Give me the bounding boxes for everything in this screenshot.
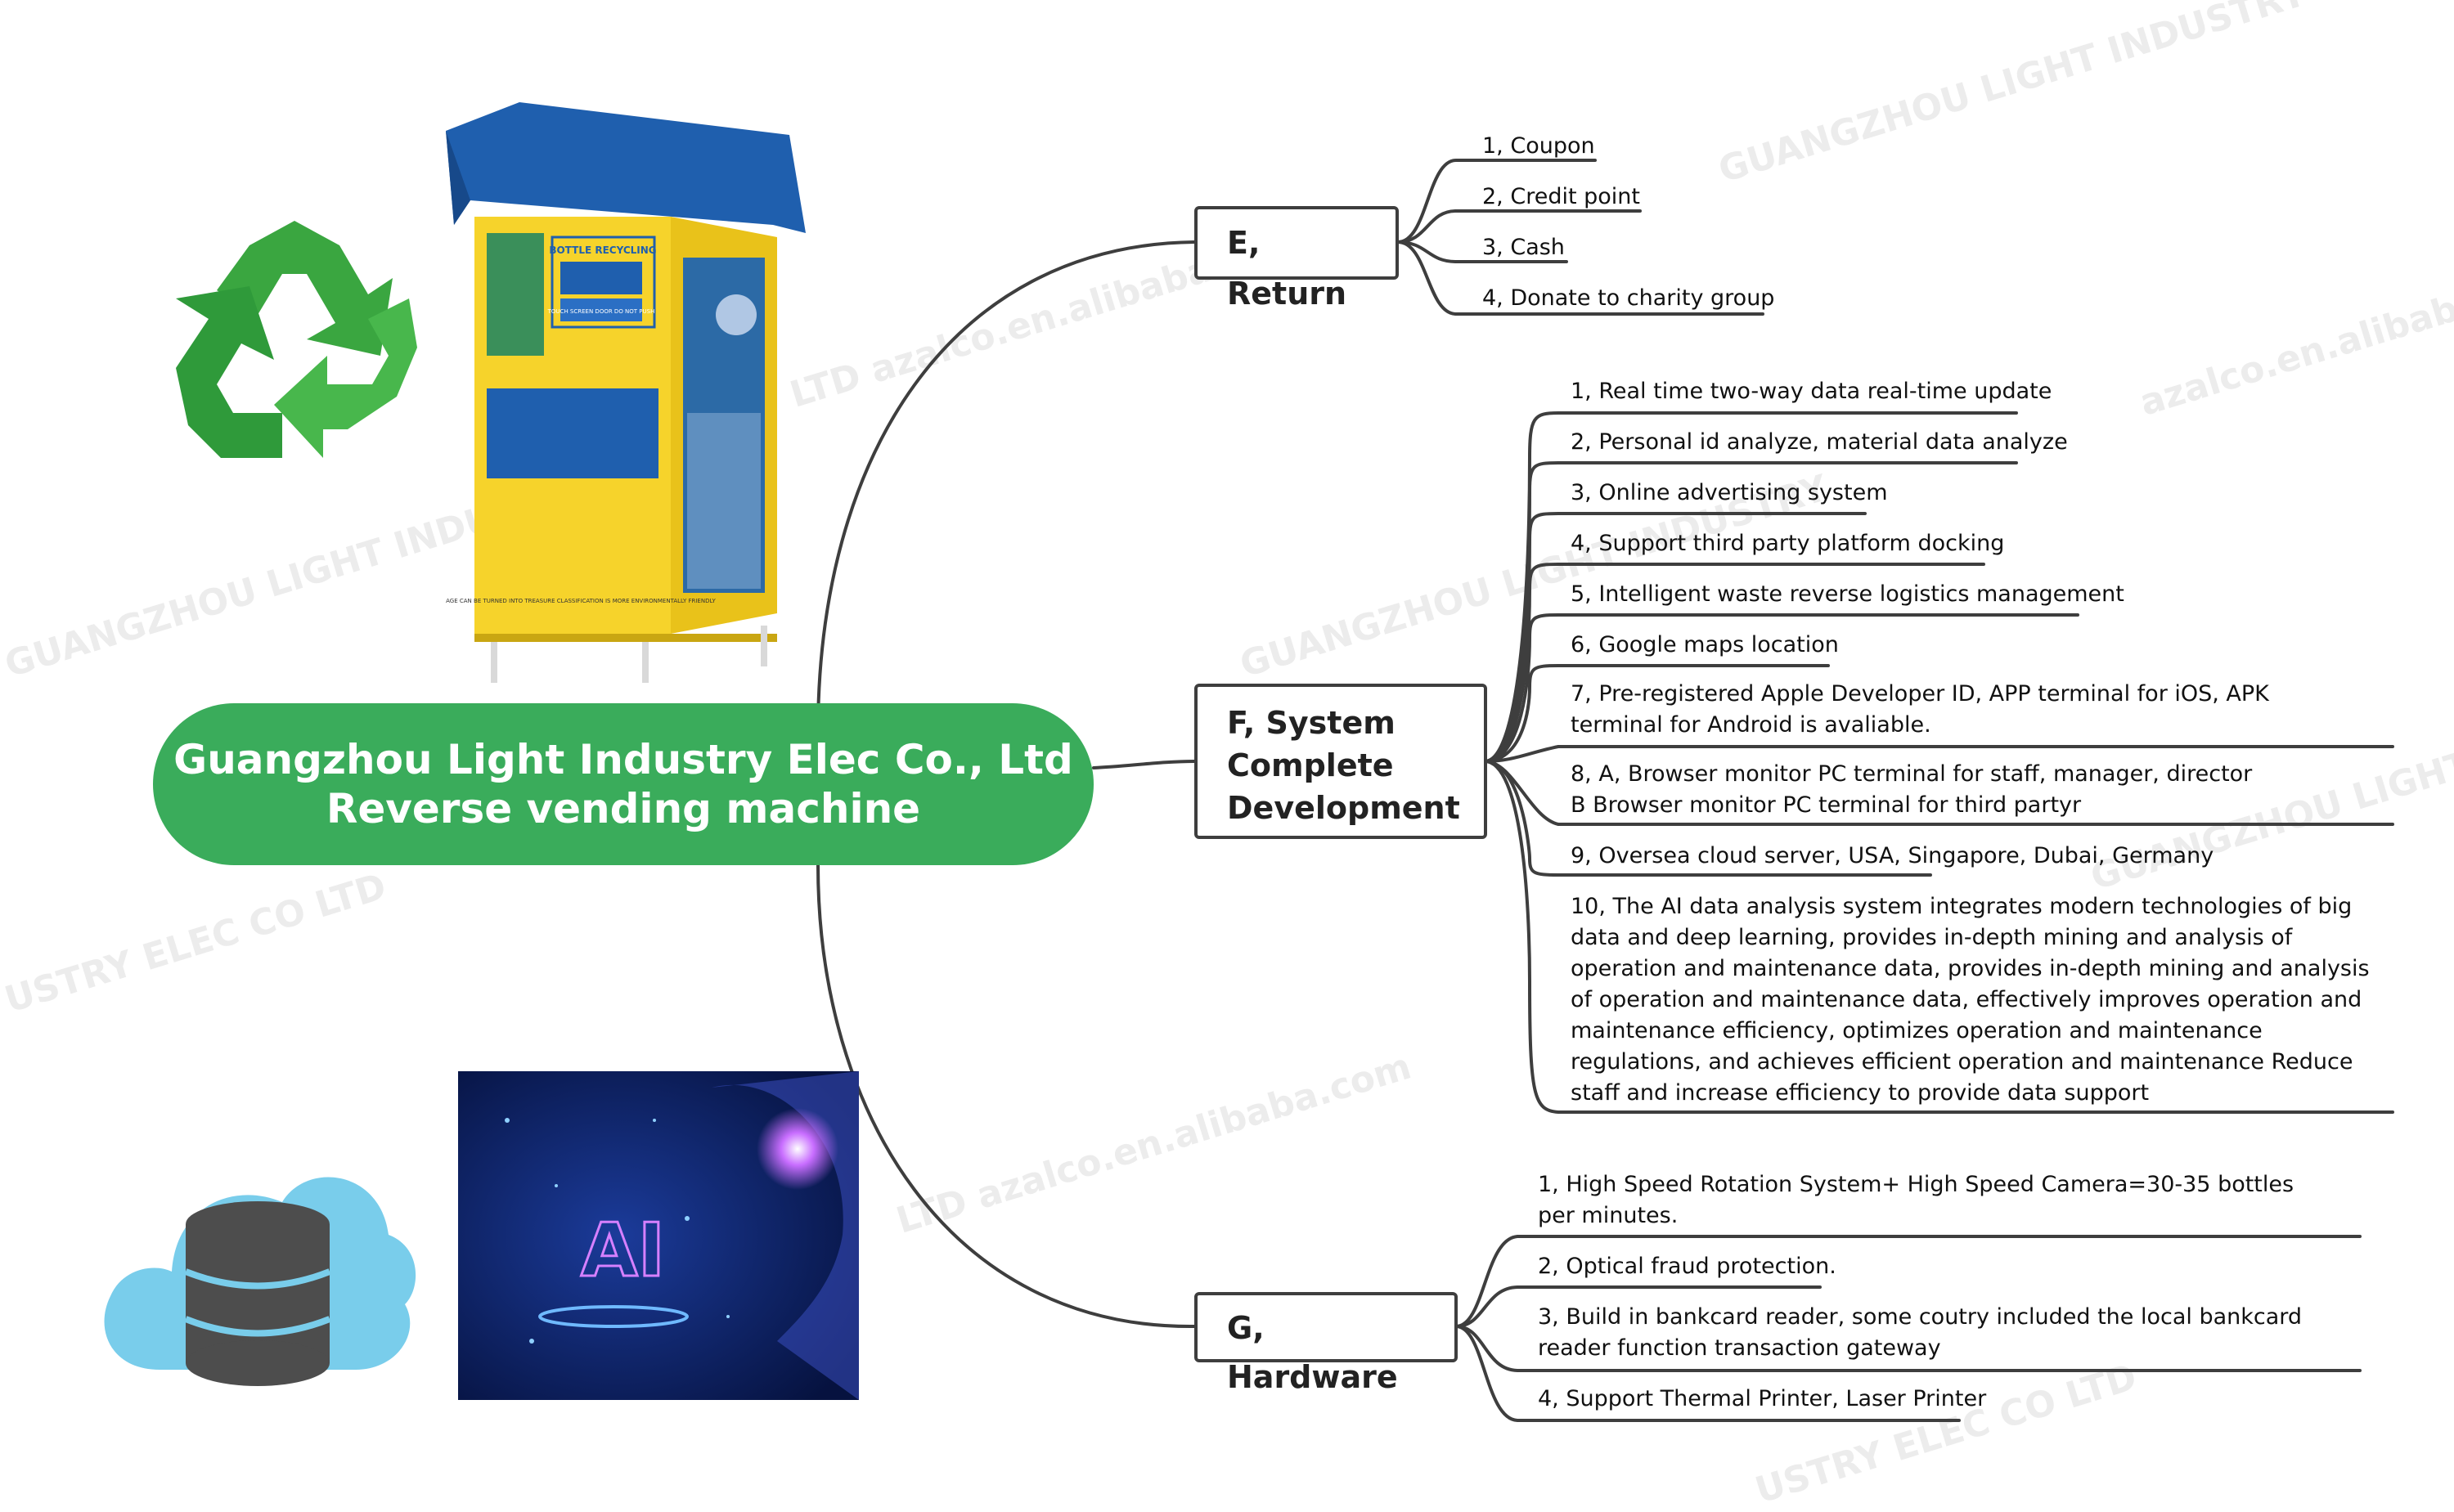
central-title-line2: Reverse vending machine: [326, 785, 921, 832]
branch-return: E, Return: [1194, 206, 1399, 312]
system-item: 8, A, Browser monitor PC terminal for st…: [1571, 761, 2253, 818]
kiosk-door-note: TOUCH SCREEN DOOR DO NOT PUSH: [547, 308, 655, 315]
system-item: 1, Real time two-way data real-time upda…: [1571, 379, 2052, 404]
hardware-item: 1, High Speed Rotation System+ High Spee…: [1538, 1172, 2294, 1228]
return-item: 3, Cash: [1482, 235, 1565, 260]
system-item: 3, Online advertising system: [1571, 480, 1888, 505]
branch-system: F, System Complete Development: [1194, 684, 1487, 839]
return-item: 2, Credit point: [1482, 184, 1640, 209]
branch-return-title: E, Return: [1227, 225, 1347, 312]
branch-system-title-line1: F, System: [1227, 705, 1396, 741]
system-item: 5, Intelligent waste reverse logistics m…: [1571, 581, 2124, 607]
branch-hardware-title: G, Hardware: [1227, 1310, 1398, 1395]
system-item: 2, Personal id analyze, material data an…: [1571, 429, 2068, 455]
vending-machine-image: BOTTLE RECYCLING TOUCH SCREEN DOOR DO NO…: [446, 102, 806, 683]
central-title-line1: Guangzhou Light Industry Elec Co., Ltd: [173, 736, 1073, 783]
connector-return: [816, 240, 1196, 734]
kiosk-slogan: GARBAGE CAN BE TURNED INTO TREASURE CLAS…: [446, 598, 716, 604]
kiosk-header: BOTTLE RECYCLING: [549, 245, 656, 256]
system-item: 7, Pre-registered Apple Developer ID, AP…: [1571, 681, 2269, 738]
hardware-item: 3, Build in bankcard reader, some coutry…: [1538, 1304, 2303, 1361]
connectors: [816, 159, 2394, 1422]
hardware-item: 2, Optical fraud protection.: [1538, 1254, 1836, 1279]
connector-hardware: [816, 864, 1196, 1329]
cloud-database-icon: [104, 1177, 416, 1386]
branch-system-title-line3: Development: [1227, 790, 1460, 826]
return-item: 4, Donate to charity group: [1482, 285, 1775, 311]
system-item: 6, Google maps location: [1571, 632, 1839, 657]
system-item: 4, Support third party platform docking: [1571, 531, 2005, 556]
central-topic: Guangzhou Light Industry Elec Co., Ltd R…: [153, 703, 1094, 865]
return-item: 1, Coupon: [1482, 133, 1595, 159]
hardware-item: 4, Support Thermal Printer, Laser Printe…: [1538, 1386, 1987, 1411]
branch-system-title-line2: Complete: [1227, 747, 1394, 783]
branch-hardware: G, Hardware: [1194, 1292, 1458, 1395]
recycle-icon: [176, 221, 417, 458]
system-item: 10, The AI data analysis system integrat…: [1571, 894, 2370, 1106]
connector-system: [1092, 760, 1196, 769]
system-item: 9, Oversea cloud server, USA, Singapore,…: [1571, 843, 2214, 868]
ai-image: AI: [458, 1071, 859, 1400]
ai-label: AI: [581, 1208, 665, 1294]
